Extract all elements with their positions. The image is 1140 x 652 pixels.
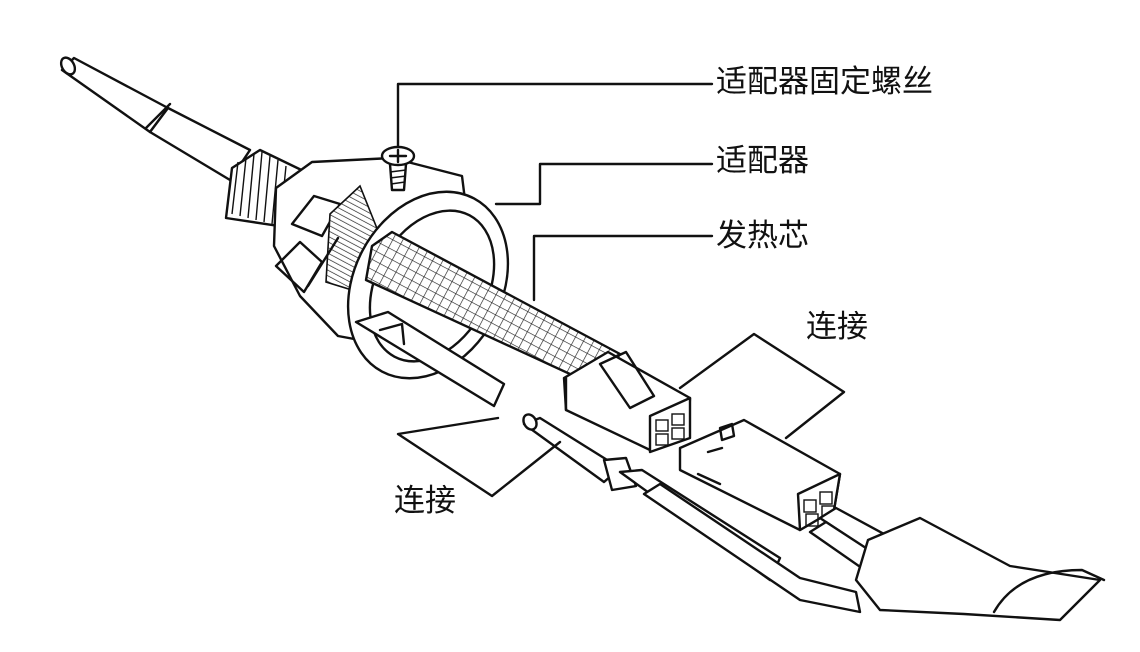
label-adapter-screw: 适配器固定螺丝 (716, 64, 933, 100)
leader-adapter (494, 162, 714, 206)
leader-heating-core (532, 234, 714, 302)
handle-sleeve (854, 516, 1106, 622)
leader-lines (396, 82, 846, 498)
rear-cable (59, 56, 252, 182)
male-connector (562, 350, 692, 454)
leader-adapter-screw (396, 82, 714, 148)
heating-leg (354, 310, 506, 408)
label-connect-right: 连接 (806, 309, 868, 345)
label-heating-core: 发热芯 (716, 218, 809, 254)
label-connect-left: 连接 (394, 483, 456, 519)
label-adapter: 适配器 (716, 143, 809, 179)
leader-connect-left (396, 416, 562, 498)
leader-connect-right (678, 332, 846, 440)
